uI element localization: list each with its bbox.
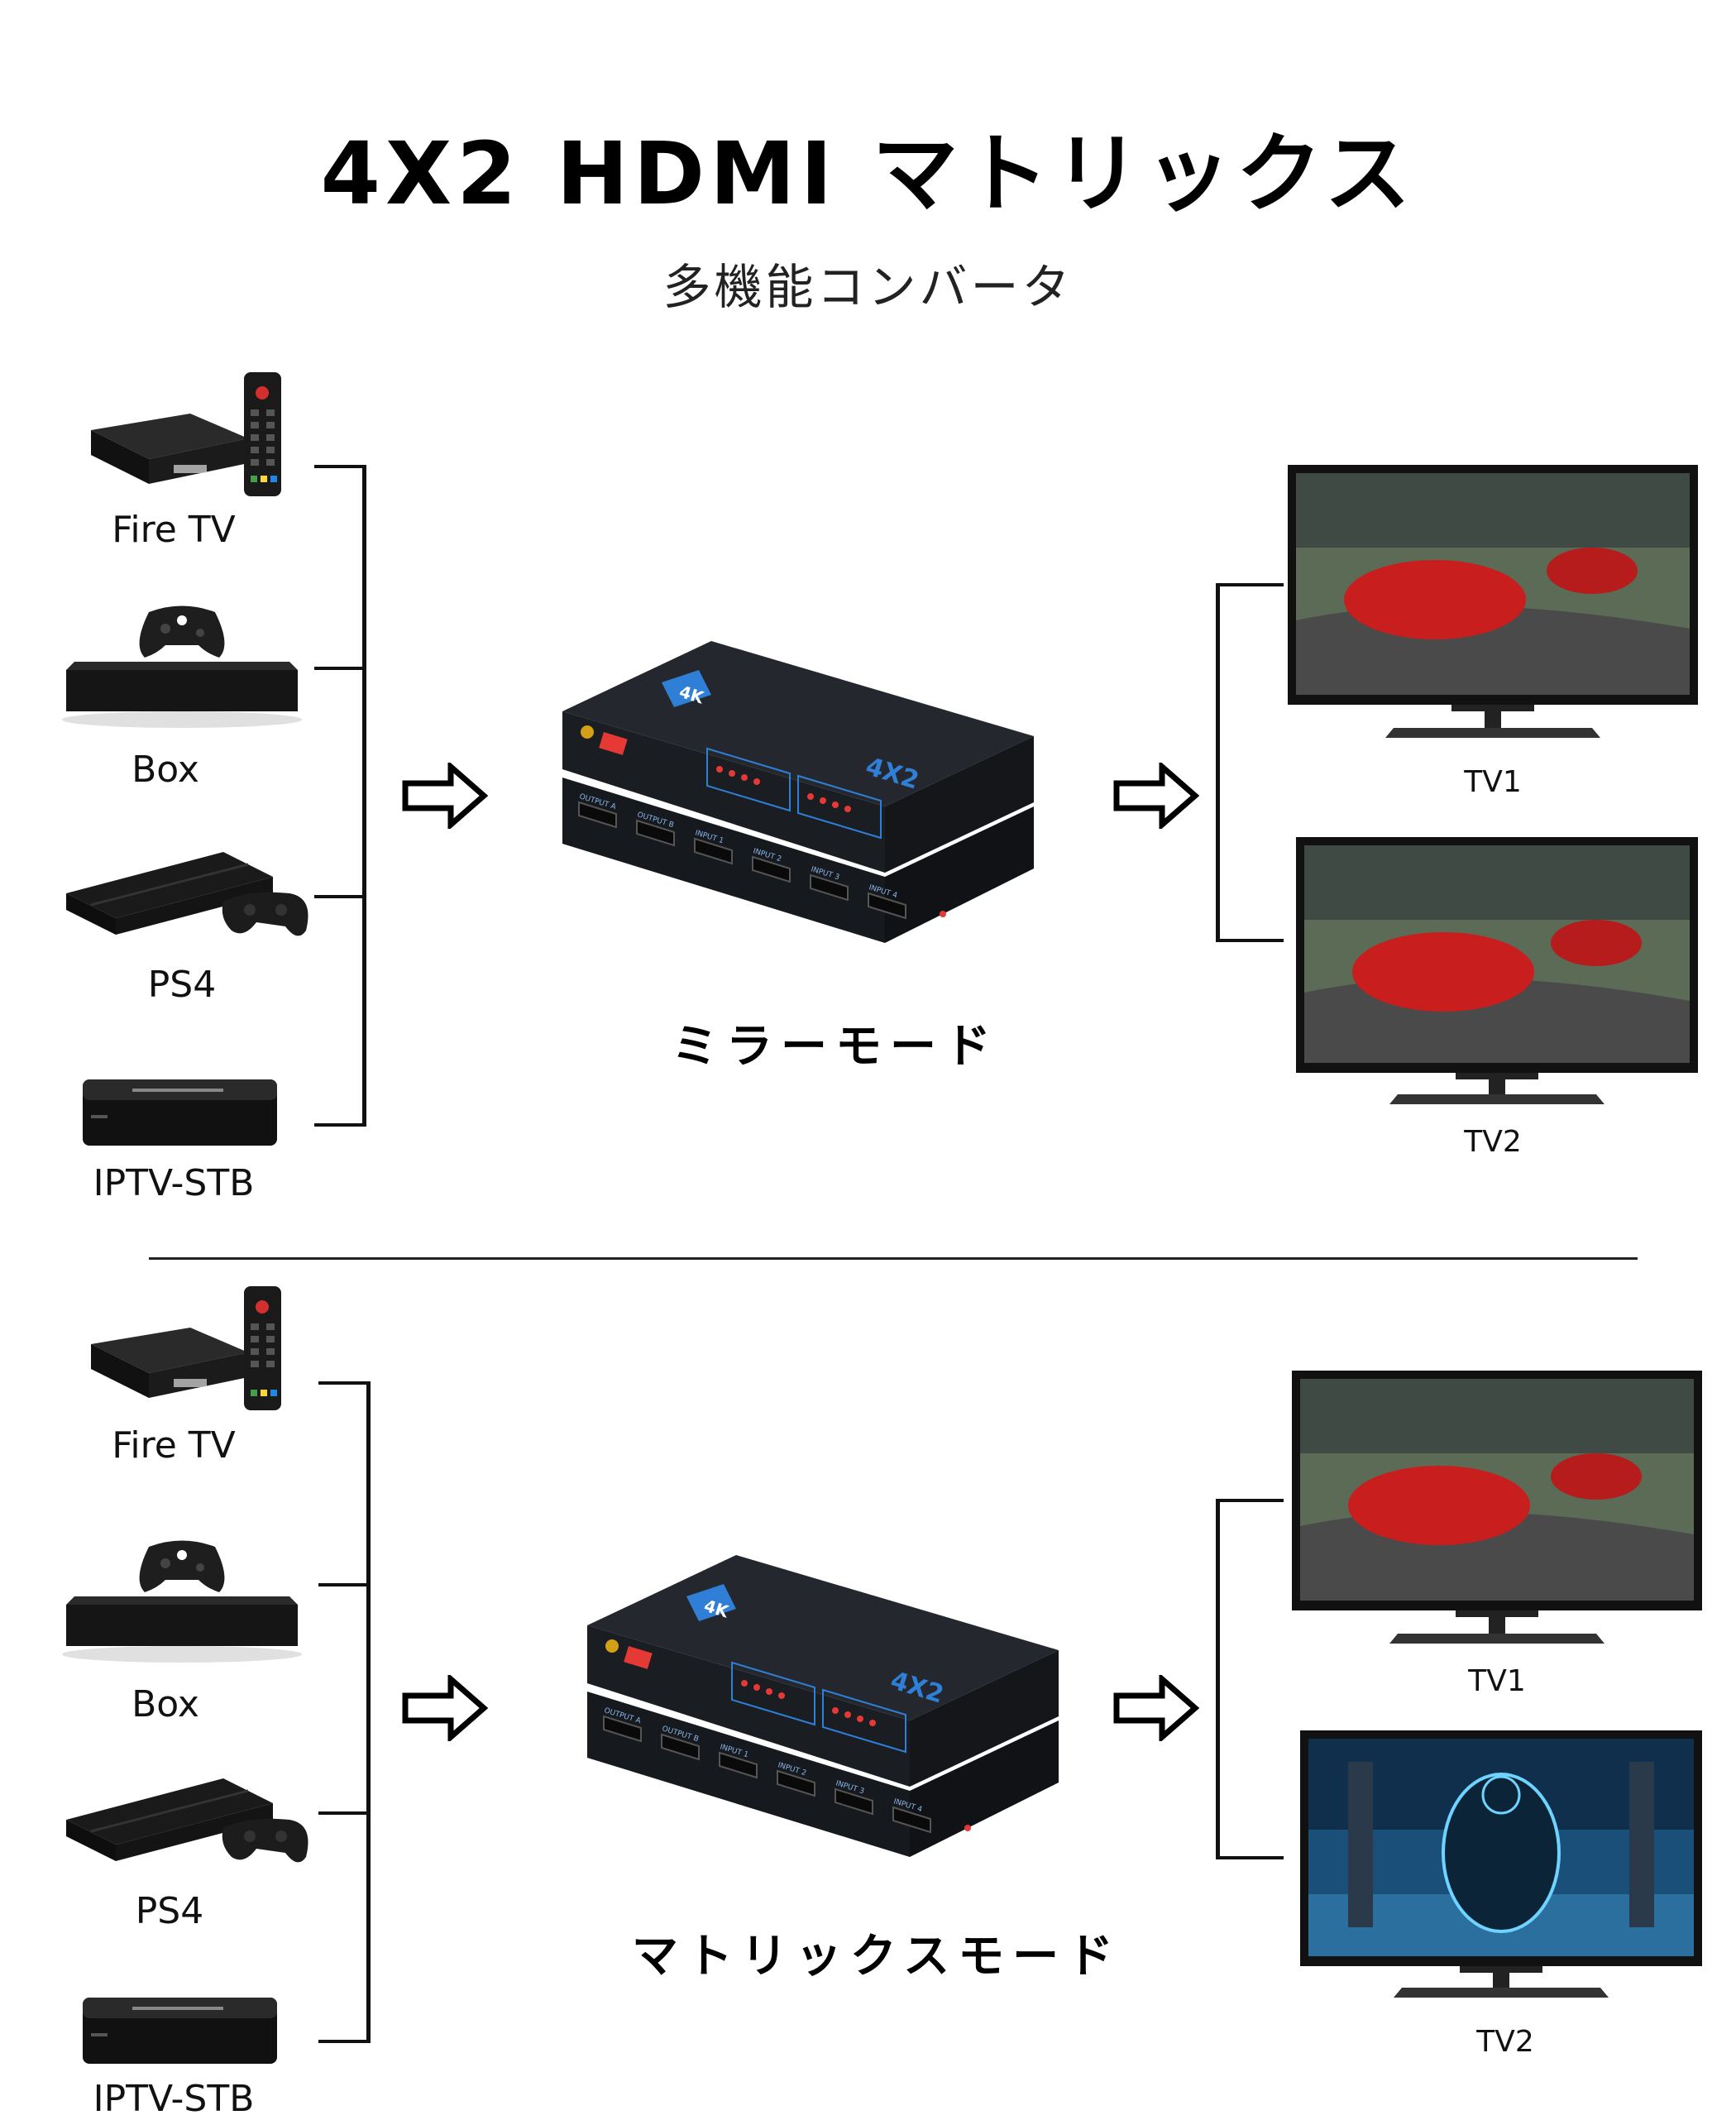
tv-icon: [1300, 1730, 1702, 1998]
arrow-right-icon: [1113, 763, 1199, 829]
section-mirror: Fire TV Box PS4 IPTV-STB: [62, 372, 1698, 1204]
source-label: IPTV-STB: [93, 2078, 255, 2120]
mode-label: ミラーモード: [672, 1020, 999, 1074]
tv-icon: [1288, 465, 1698, 738]
mode-label: マトリックスモード: [631, 1930, 1122, 1984]
source-label: Fire TV: [112, 509, 236, 551]
section-matrix: Fire TV Box PS4 IPTV-STB: [0, 1266, 1736, 2120]
arrow-right-icon: [402, 1675, 488, 1741]
page-title: 4X2 HDMI マトリックス: [320, 123, 1416, 224]
source-label: PS4: [135, 1890, 204, 1932]
iptv-stb-icon: [83, 1079, 277, 1146]
tv-icon: [1296, 837, 1698, 1104]
section-divider: [149, 1257, 1638, 1260]
arrow-right-icon: [1113, 1675, 1199, 1741]
source-label: Fire TV: [112, 1424, 236, 1467]
tv-label: TV2: [1476, 2025, 1534, 2059]
hdmi-matrix-device: 4K 4X2 OUTPUT A OUTPUT B INPUT 1 INPUT 2…: [562, 641, 1034, 943]
source-label: Box: [132, 1683, 199, 1725]
source-label: IPTV-STB: [93, 1162, 255, 1204]
source-label: PS4: [147, 964, 217, 1006]
fire-tv-icon: [91, 372, 281, 496]
ps4-icon: [66, 852, 308, 936]
tv-label: TV2: [1464, 1125, 1522, 1159]
tv-label: TV1: [1464, 765, 1522, 799]
tv-label: TV1: [1468, 1664, 1526, 1698]
hdmi-matrix-device: 4K 4X2 OUTPUT A OUTPUT B INPUT 1 INPUT 2…: [587, 1555, 1059, 1857]
xbox-icon: [62, 1540, 302, 1663]
fire-tv-icon: [91, 1286, 281, 1410]
iptv-stb-icon: [83, 1998, 277, 2064]
page-subtitle: 多機能コンバータ: [662, 259, 1074, 315]
source-label: Box: [132, 749, 199, 791]
xbox-icon: [62, 605, 302, 728]
arrow-right-icon: [402, 763, 488, 829]
tv-icon: [1292, 1371, 1702, 1644]
ps4-icon: [66, 1778, 308, 1863]
